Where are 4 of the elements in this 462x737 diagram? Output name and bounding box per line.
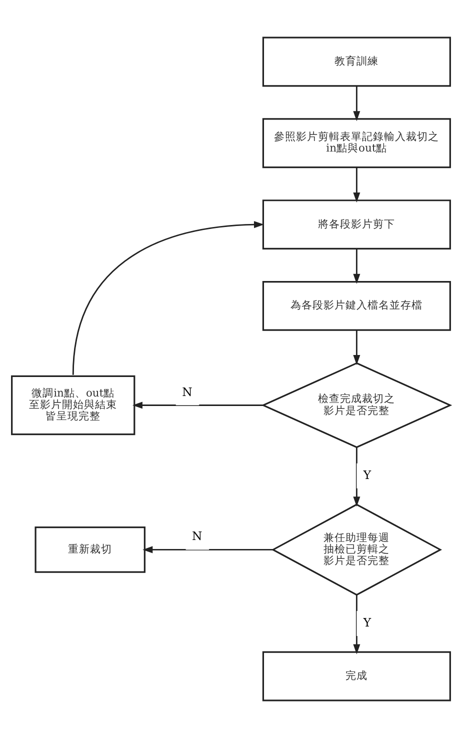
edge-label: N	[192, 528, 202, 543]
edge-label: Y	[363, 467, 372, 482]
edge-label: Y	[363, 615, 372, 630]
edge-label: N	[182, 384, 192, 398]
